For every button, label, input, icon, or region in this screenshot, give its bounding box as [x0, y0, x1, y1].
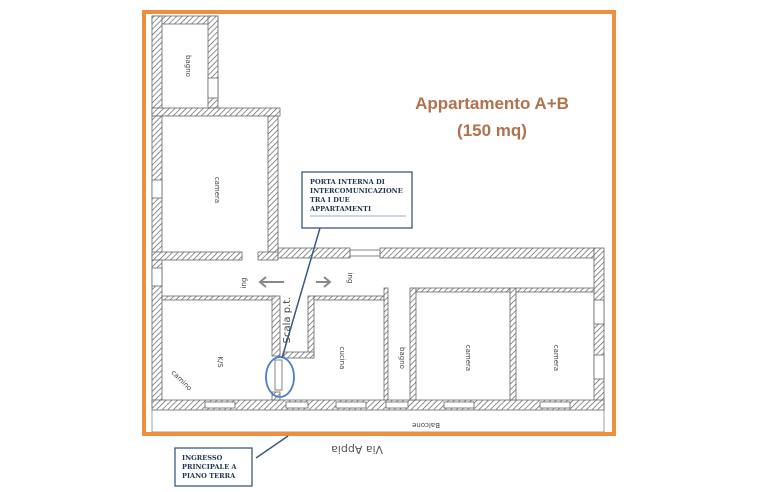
apartment-frame [142, 10, 616, 436]
svg-text:PIANO TERRA: PIANO TERRA [182, 472, 236, 480]
callout-leader [255, 435, 289, 459]
room-label: camera [464, 345, 472, 371]
room-label: camino [170, 369, 194, 393]
room-label: cucina [338, 347, 346, 370]
room-label: K/S [216, 356, 224, 368]
svg-text:PRINCIPALE A: PRINCIPALE A [182, 463, 237, 471]
room-label: bagno [184, 55, 192, 77]
svg-text:INTERCOMUNICAZIONE: INTERCOMUNICAZIONE [310, 187, 403, 195]
apartment-title: Appartamento A+B [415, 94, 569, 113]
street-label: Via Appia [331, 443, 383, 456]
svg-text:TRA I DUE: TRA I DUE [310, 196, 350, 204]
callout-main-entrance: INGRESSO PRINCIPALE A PIANO TERRA [174, 447, 253, 487]
room-label: bagno [398, 347, 406, 369]
windows [151, 77, 605, 409]
svg-text:PORTA INTERNA DI: PORTA INTERNA DI [310, 178, 385, 186]
room-label: ing [240, 278, 248, 289]
room-label: Scala p.t. [282, 297, 293, 344]
walls [151, 15, 605, 411]
apartment-area: (150 mq) [457, 121, 527, 140]
intercom-door-highlight [265, 356, 295, 398]
room-label: camera [552, 345, 560, 371]
callout-leader [281, 227, 321, 359]
svg-text:APPARTAMENTI: APPARTAMENTI [309, 205, 371, 213]
svg-text:INGRESSO: INGRESSO [182, 454, 223, 462]
room-label: ing [346, 273, 354, 284]
entrance-arrows [258, 276, 332, 288]
balcony-label: Balcone [412, 421, 440, 429]
callout-intercom-door: PORTA INTERNA DI INTERCOMUNICAZIONE TRA … [301, 171, 413, 229]
balcony [151, 409, 605, 433]
room-label: camera [213, 177, 221, 203]
